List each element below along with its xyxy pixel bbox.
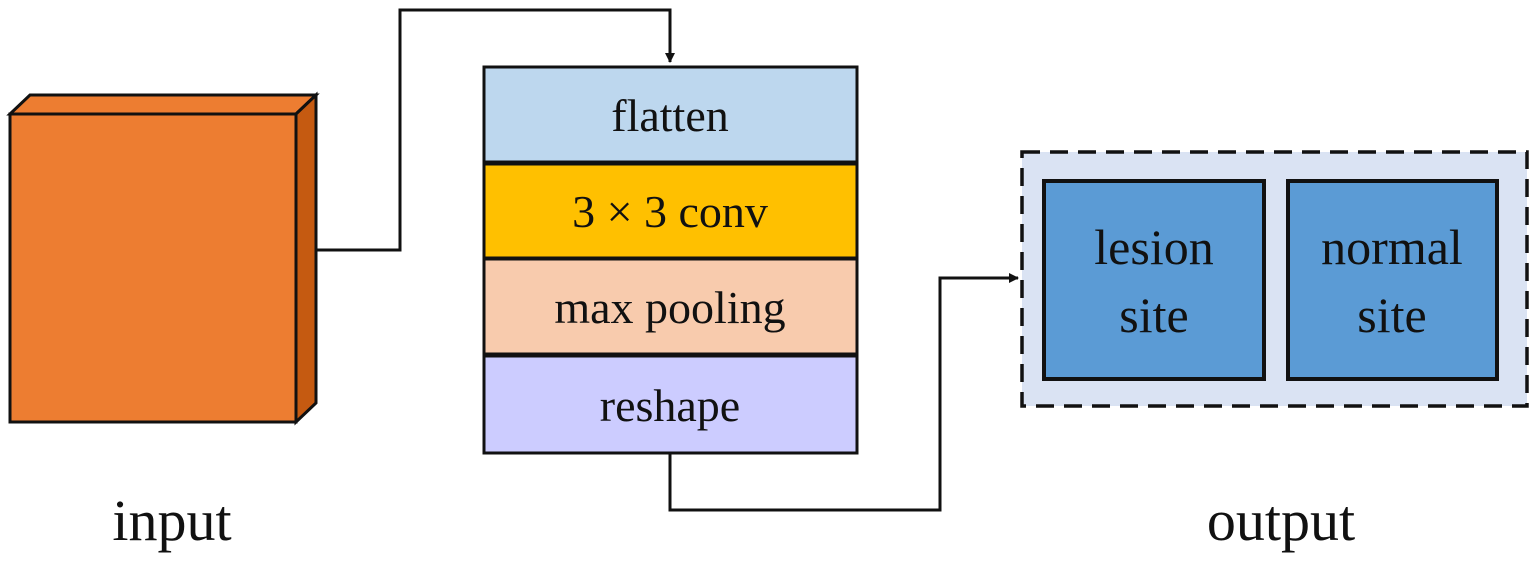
lesion-site-line2: site [1119, 287, 1188, 343]
input-cube-front [8, 112, 298, 424]
layer-maxpool-box [482, 257, 859, 356]
input-label: input [112, 488, 231, 553]
lesion-site-box [1042, 179, 1266, 381]
svg-text:site: site [1357, 287, 1426, 343]
lesion-site-line1: lesion [1094, 219, 1213, 275]
layer-flatten-box [482, 65, 859, 164]
input-cube-top [6, 93, 320, 116]
normal-site-line2: site [1357, 287, 1426, 343]
connector-layers-to-output [668, 273, 1019, 512]
output-label: output [1207, 488, 1355, 553]
layer-conv-label: 3 × 3 conv [572, 186, 768, 237]
layer-reshape-box [482, 354, 859, 455]
connector-input-to-layers [316, 8, 675, 252]
svg-text:normal: normal [1321, 219, 1463, 275]
normal-site-box [1286, 179, 1499, 381]
svg-text:lesion: lesion [1094, 219, 1213, 275]
layer-flatten-label: flatten [611, 90, 729, 141]
svg-text:site: site [1119, 287, 1188, 343]
layer-maxpool-label: max pooling [554, 282, 785, 333]
input-cube-side [294, 91, 318, 426]
normal-site-line1: normal [1321, 219, 1463, 275]
output-container: lesion site normal site [1020, 150, 1529, 408]
layer-stack: flatten 3 × 3 conv max pooling reshape [482, 65, 859, 455]
layer-conv-box [482, 162, 859, 260]
layer-reshape-label: reshape [600, 380, 740, 431]
input-cube [6, 91, 320, 426]
